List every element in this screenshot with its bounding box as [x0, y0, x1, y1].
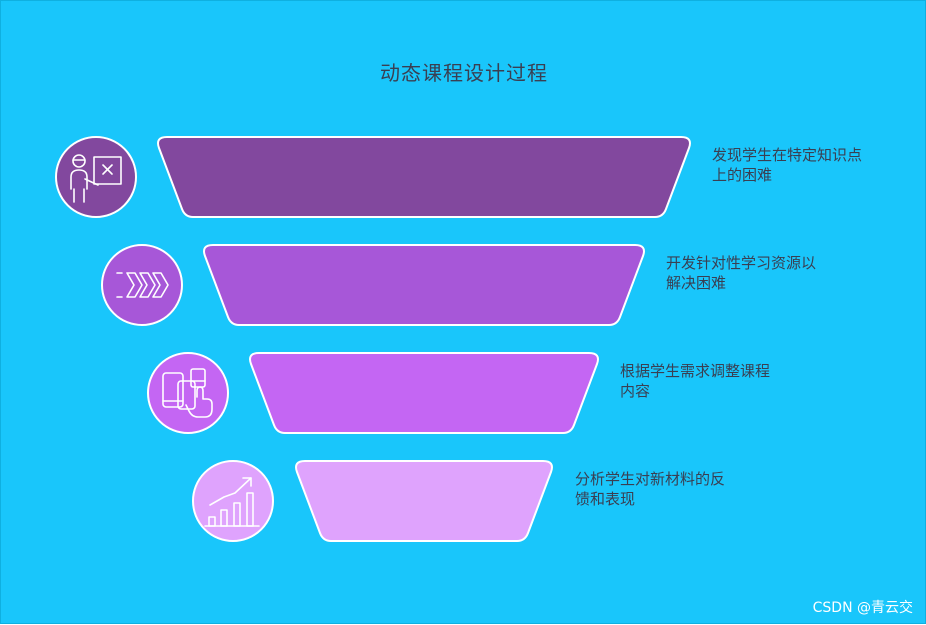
step-label-2-line-1: 开发针对性学习资源以 — [666, 254, 817, 272]
devices-touch-icon — [147, 352, 229, 434]
watermark: CSDN @青云交 — [812, 600, 913, 616]
teacher-board-icon — [55, 136, 137, 218]
step-label-2: 开发针对性学习资源以 解决困难 — [666, 253, 816, 293]
growth-chart-icon — [192, 460, 274, 542]
step-label-4-line-1: 分析学生对新材料的反 — [575, 470, 726, 488]
step-label-3-line-2: 内容 — [620, 382, 651, 400]
step-label-4: 分析学生对新材料的反 馈和表现 — [575, 469, 725, 509]
step-label-2-line-2: 解决困难 — [666, 274, 727, 292]
step-label-1-line-2: 上的困难 — [712, 166, 773, 184]
step-label-3: 根据学生需求调整课程 内容 — [620, 361, 770, 401]
step-label-1: 发现学生在特定知识点 上的困难 — [712, 145, 862, 185]
diagram-title: 动态课程设计过程 — [380, 61, 548, 85]
funnel-stage-2 — [203, 244, 645, 326]
step-label-1-line-1: 发现学生在特定知识点 — [712, 146, 863, 164]
funnel-stage-1 — [157, 136, 691, 218]
step-label-4-line-2: 馈和表现 — [575, 490, 636, 508]
step-label-3-line-1: 根据学生需求调整课程 — [620, 362, 771, 380]
funnel-stage-3 — [249, 352, 599, 434]
chevrons-right-icon — [101, 244, 183, 326]
funnel-stage-4 — [295, 460, 553, 542]
